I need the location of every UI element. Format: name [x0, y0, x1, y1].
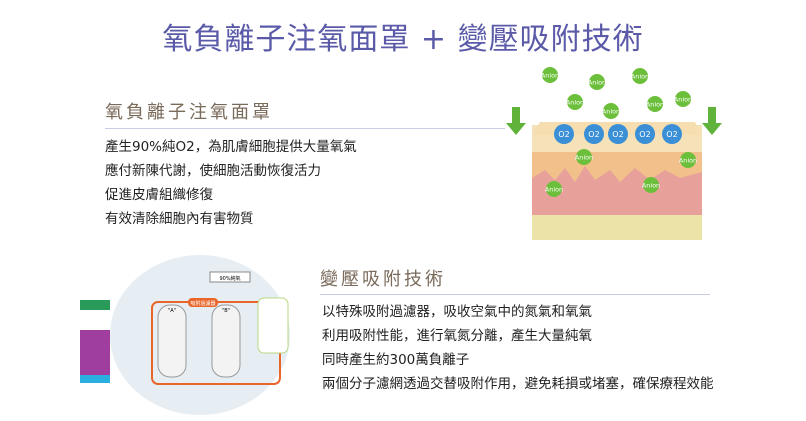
section2-list: 以特殊吸附過濾器，吸收空氣中的氮氣和氧氣 利用吸附性能，進行氧氮分離，產生大量純…	[322, 300, 714, 396]
o2-molecule-label: O2	[639, 130, 650, 139]
o2-molecule	[662, 124, 682, 144]
anion-ion-label: Anion	[642, 181, 660, 189]
anion-ion	[546, 181, 562, 197]
divider	[320, 294, 710, 295]
feature-line: 以特殊吸附過濾器，吸收空氣中的氮氣和氧氣	[322, 304, 592, 320]
psa-diagram: 90%純氧 吸附過濾器 "A" "B"	[80, 255, 290, 415]
anion-ion	[647, 96, 663, 112]
anion-ion	[603, 103, 619, 119]
o2-molecule-label: O2	[588, 130, 599, 139]
anion-ion	[542, 67, 558, 83]
tower-b-label: "B"	[222, 308, 230, 314]
anion-ion-label: Anion	[541, 71, 559, 79]
anion-ion	[680, 152, 696, 168]
anion-ion	[632, 68, 648, 84]
filter-label: 吸附過濾器	[190, 300, 215, 307]
anion-ion	[589, 74, 605, 90]
anion-ion	[567, 94, 583, 110]
o2-molecule	[635, 124, 655, 144]
anion-ion-label: Anion	[545, 185, 563, 193]
oxygen-label: 90%純氧	[219, 275, 240, 282]
o2-molecule	[608, 124, 628, 144]
feature-line: 同時產生約300萬負離子	[322, 352, 470, 368]
anion-ion-label: Anion	[674, 95, 692, 103]
anion-ion-label: Anion	[631, 72, 649, 80]
page-title: 氧負離子注氧面罩 + 變壓吸附技術	[162, 22, 644, 57]
section1-list: 產生90%純O2，為肌膚細胞提供大量氧氣 應付新陳代謝，使細胞活動恢復活力 促進…	[105, 135, 357, 231]
anion-ion-label: Anion	[679, 156, 697, 164]
section1-heading: 氧負離子注氧面罩	[105, 102, 273, 123]
anion-ion-label: Anion	[566, 98, 584, 106]
tower-a-label: "A"	[168, 308, 176, 314]
anion-ion	[576, 149, 592, 165]
anion-ion-label: Anion	[646, 100, 664, 108]
feature-line: 產生90%純O2，為肌膚細胞提供大量氧氣	[105, 139, 357, 155]
feature-line: 應付新陳代謝，使細胞活動恢復活力	[105, 163, 321, 179]
anion-ion	[643, 177, 659, 193]
section2-heading: 變壓吸附技術	[320, 269, 446, 290]
o2-molecule-label: O2	[612, 130, 623, 139]
o2-molecule-label: O2	[666, 130, 677, 139]
anion-ion	[675, 91, 691, 107]
o2-molecule-label: O2	[558, 130, 569, 139]
anion-ion-label: Anion	[575, 153, 593, 161]
divider	[105, 128, 505, 129]
anion-ion-label: Anion	[602, 107, 620, 115]
feature-line: 利用吸附性能，進行氧氮分離，產生大量純氧	[322, 328, 592, 344]
feature-line: 促進皮膚組織修復	[105, 187, 213, 203]
anion-ion-label: Anion	[588, 78, 606, 86]
feature-line: 有效清除細胞內有害物質	[105, 211, 254, 227]
feature-line: 兩個分子濾網透過交替吸附作用，避免耗損或堵塞，確保療程效能	[322, 376, 714, 392]
o2-molecule	[584, 124, 604, 144]
o2-molecule	[554, 124, 574, 144]
